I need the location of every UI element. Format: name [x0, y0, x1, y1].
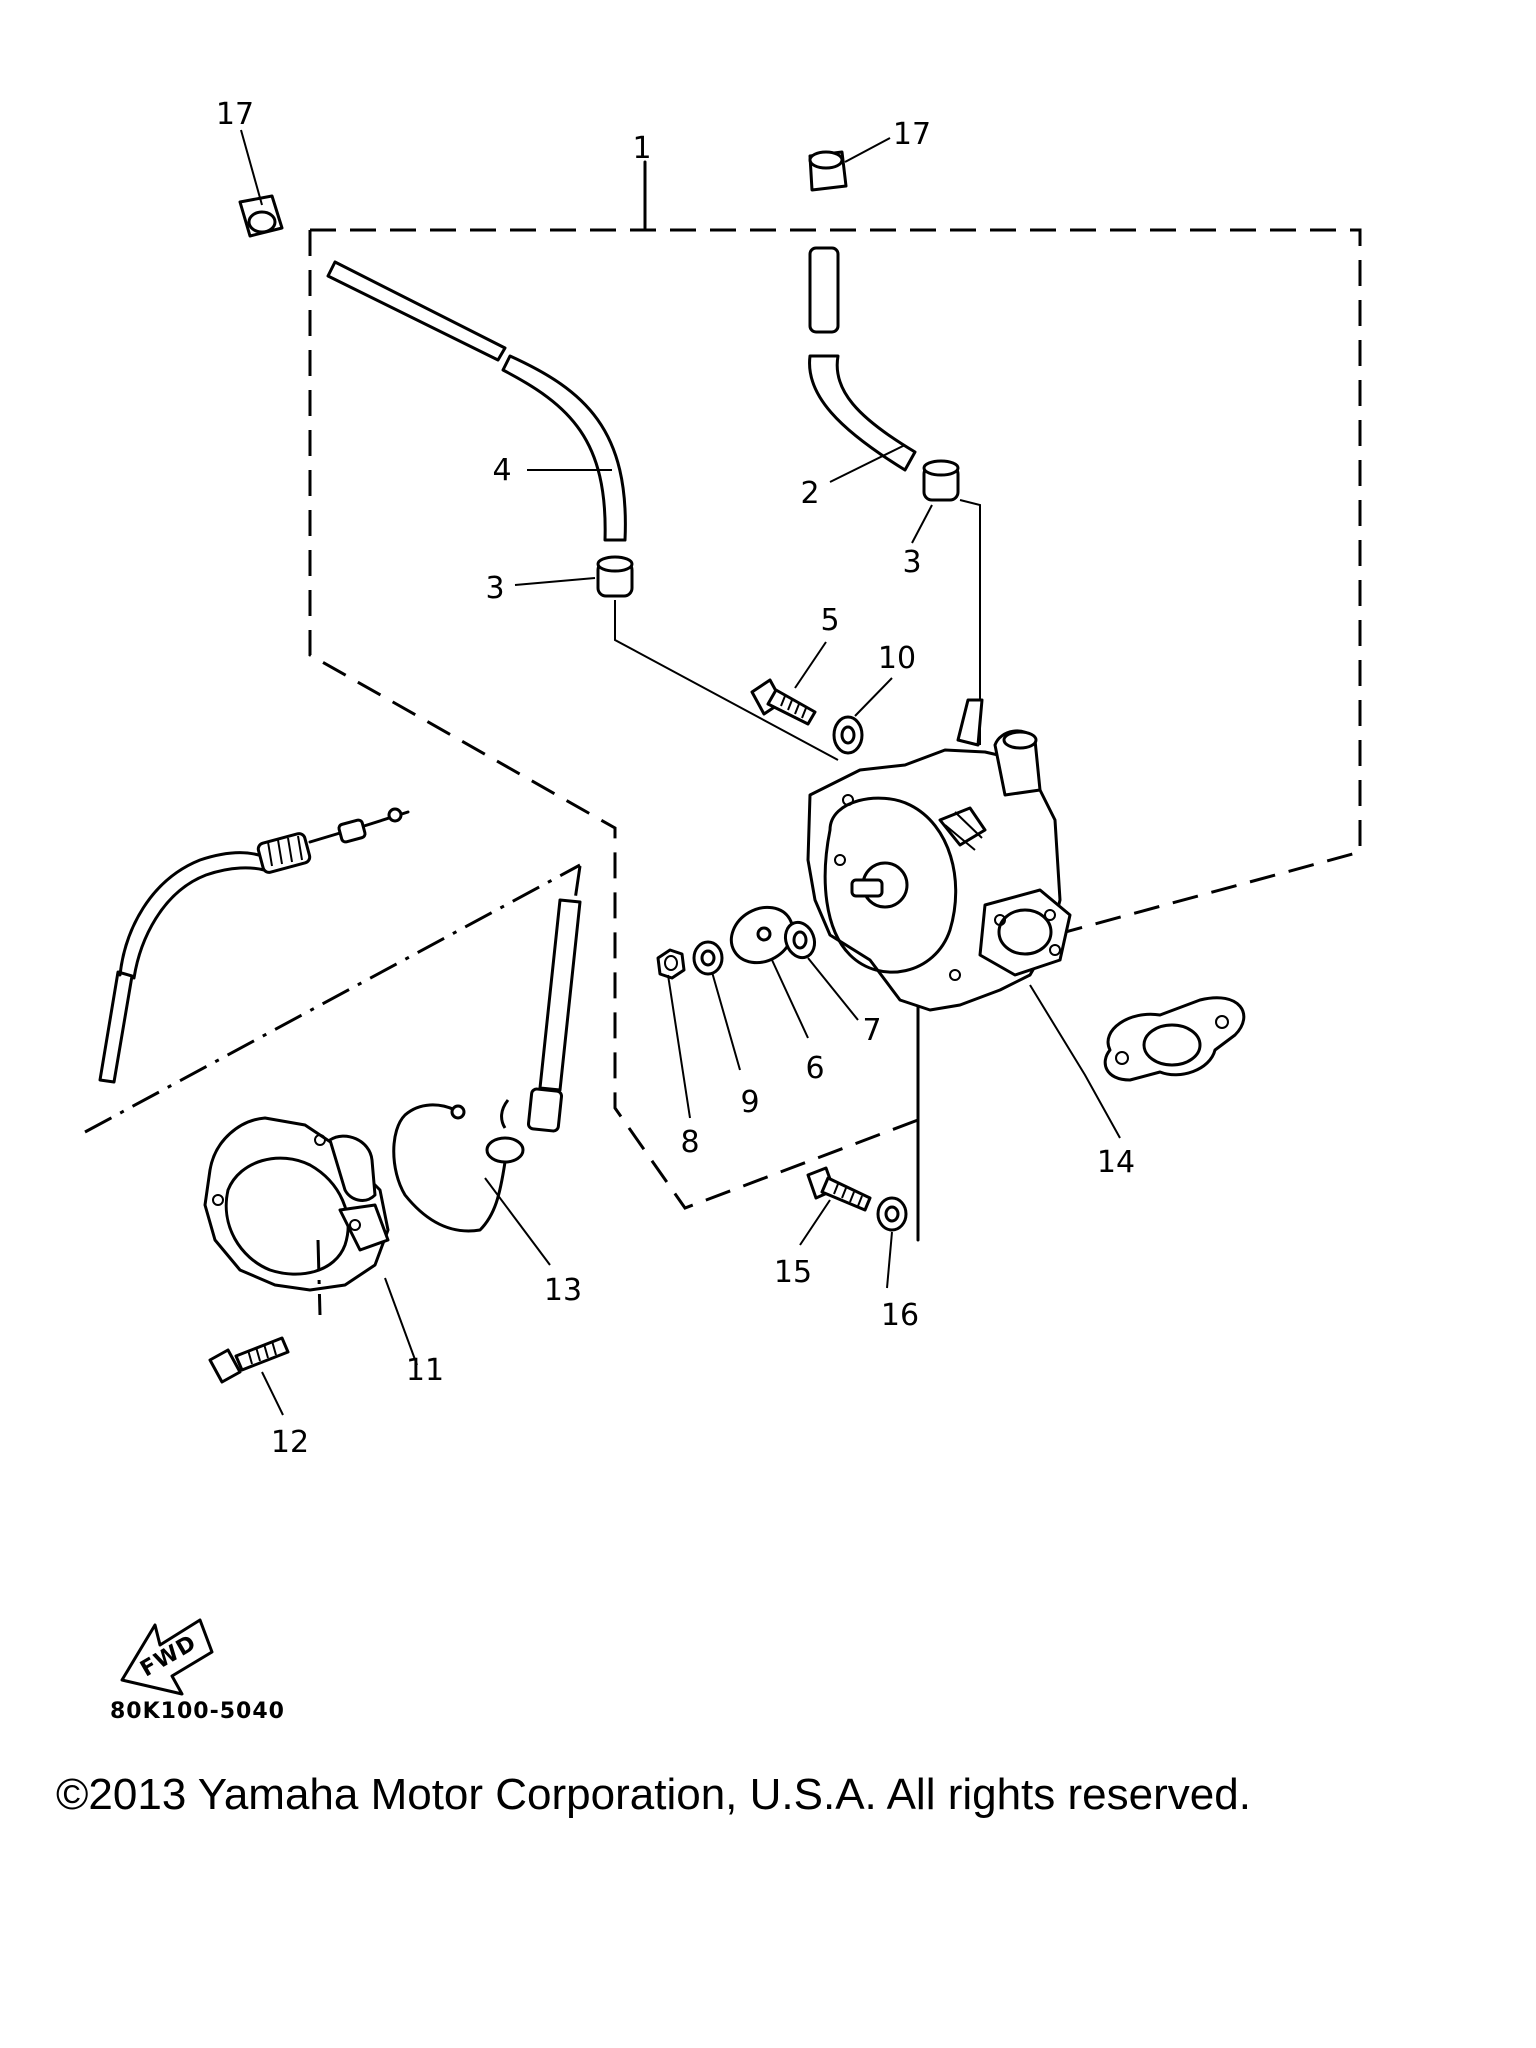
screw-12: [208, 1336, 290, 1384]
assembly-boundary: [308, 160, 1362, 1242]
callout-1: 1: [632, 131, 651, 166]
gasket-14: [1103, 996, 1246, 1082]
washer-10: [832, 715, 864, 755]
callout-8: 8: [680, 1125, 699, 1160]
washer-9: [692, 940, 724, 976]
screw-15: [806, 1166, 872, 1212]
leader-lines: [240, 129, 1121, 1416]
callout-11: 11: [406, 1353, 444, 1388]
callout-10: 10: [878, 641, 916, 676]
callout-9: 9: [740, 1085, 759, 1120]
cable-13: [392, 865, 582, 1233]
washer-16: [876, 1196, 908, 1232]
hose-2: [808, 246, 917, 472]
washer-7: [783, 920, 817, 960]
clip-17-right: [808, 150, 848, 192]
carburetor-body: [806, 698, 1072, 1012]
callout-labels: 1 17 17 4 2 3 3 5 10 6 7 8 9 14 15 16 13…: [216, 97, 1135, 1460]
hose-4: [326, 260, 627, 542]
fwd-arrow-icon: FWD: [120, 1618, 214, 1696]
callout-7: 7: [862, 1013, 881, 1048]
callout-6: 6: [805, 1051, 824, 1086]
part-code: 80K100-5040: [110, 1699, 285, 1724]
callout-12: 12: [271, 1425, 309, 1460]
callout-4: 4: [492, 453, 511, 488]
callout-2: 2: [800, 476, 819, 511]
nut-8: [656, 948, 686, 980]
callout-3-left: 3: [485, 571, 504, 606]
callout-13: 13: [544, 1273, 582, 1308]
copyright-notice: ©2013 Yamaha Motor Corporation, U.S.A. A…: [56, 1770, 1251, 1819]
clamp-3-left: [596, 555, 634, 598]
callout-17-right: 17: [893, 117, 931, 152]
cover-11: [203, 1116, 390, 1316]
clamp-3-right: [922, 459, 960, 502]
callout-17-left: 17: [216, 97, 254, 132]
screw-5: [750, 678, 817, 726]
callout-3-right: 3: [902, 545, 921, 580]
callout-16: 16: [881, 1298, 919, 1333]
plate-6: [729, 905, 795, 965]
callout-5: 5: [820, 603, 839, 638]
clip-17-left: [238, 194, 284, 238]
cable-guide-line: [84, 863, 581, 1134]
callout-15: 15: [774, 1255, 812, 1290]
throttle-cable: [98, 807, 410, 1084]
callout-14: 14: [1097, 1145, 1135, 1180]
